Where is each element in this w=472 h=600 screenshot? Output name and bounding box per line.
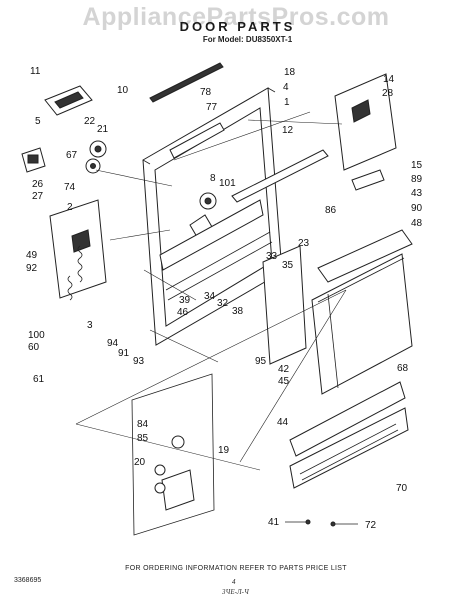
callout-label: 90: [411, 203, 423, 214]
callout-label: 34: [204, 291, 216, 302]
callout-label: 46: [177, 307, 189, 318]
callout-label: 39: [179, 295, 191, 306]
callout-label: 85: [137, 433, 149, 444]
callout-label: 11: [30, 66, 41, 77]
model-number: For Model: DU8350XT-1: [202, 35, 293, 44]
callout-label: 4: [283, 82, 289, 93]
outer-door-panels: [311, 229, 413, 395]
callout-label: 42: [278, 364, 290, 375]
ordering-note: FOR ORDERING INFORMATION REFER TO PARTS …: [125, 565, 347, 572]
callout-label: 60: [28, 342, 40, 353]
callout-label: 14: [383, 74, 395, 85]
callout-label: 74: [64, 182, 76, 193]
callout-label: 1: [284, 97, 290, 108]
callout-label: 101: [219, 178, 236, 189]
callout-label: 70: [396, 483, 408, 494]
callout-label: 5: [35, 116, 41, 127]
callout-label: 86: [325, 205, 337, 216]
callout-label: 49: [26, 250, 38, 261]
callout-label: 18: [284, 67, 296, 78]
callout-label: 26: [32, 179, 44, 190]
callout-label: 38: [232, 306, 244, 317]
callout-label: 19: [218, 445, 230, 456]
callout-label: 77: [206, 102, 218, 113]
page-mark: 4: [232, 578, 236, 586]
screws: [285, 519, 358, 527]
callout-labels: 11 10 18 78 77 4 1 5 22 21 67 14 28 12 8…: [26, 66, 423, 531]
callout-label: 32: [217, 298, 229, 309]
bracket-left: [21, 147, 46, 173]
callout-label: 95: [255, 356, 267, 367]
callout-label: 22: [84, 116, 96, 127]
callout-label: 8: [210, 173, 216, 184]
callout-label: 94: [107, 338, 119, 349]
top-strip: [149, 62, 224, 103]
callout-label: 45: [278, 376, 290, 387]
callout-label: 21: [97, 124, 109, 135]
door-rail: [231, 149, 329, 203]
page-title: DOOR PARTS: [179, 19, 296, 34]
projection-lines: [75, 111, 347, 471]
callout-label: 33: [266, 251, 278, 262]
callout-label: 89: [411, 174, 423, 185]
callout-label: 12: [282, 125, 294, 136]
callout-label: 100: [28, 330, 45, 341]
dispenser-knobs: [85, 140, 107, 174]
watermark: AppliancePartsPros.com: [82, 3, 390, 31]
callout-label: 84: [137, 419, 149, 430]
catalog-number: 3368695: [14, 577, 42, 584]
callout-label: 91: [118, 348, 130, 359]
inner-door-panel: [142, 87, 283, 346]
callout-label: 3: [87, 320, 93, 331]
door-spring: [67, 245, 83, 301]
kick-plate: [289, 381, 409, 489]
callout-label: 78: [200, 87, 212, 98]
callout-label: 20: [134, 457, 146, 468]
handwritten-note: 3ЧЕ-Л-Ч: [222, 588, 249, 596]
dispenser-assembly: [131, 373, 215, 536]
latch-assembly: [334, 73, 397, 191]
callout-label: 92: [26, 263, 38, 274]
callout-label: 68: [397, 363, 409, 374]
callout-label: 28: [382, 88, 394, 99]
callout-label: 48: [411, 218, 423, 229]
callout-label: 43: [411, 188, 423, 199]
callout-label: 27: [32, 191, 44, 202]
callout-label: 61: [33, 374, 45, 385]
callout-label: 93: [133, 356, 145, 367]
callout-label: 44: [277, 417, 289, 428]
callout-label: 23: [298, 238, 310, 249]
callout-label: 35: [282, 260, 294, 271]
control-panel: [262, 245, 307, 365]
callout-label: 67: [66, 150, 78, 161]
door-handle: [44, 85, 93, 116]
callout-label: 41: [268, 517, 280, 528]
callout-label: 10: [117, 85, 129, 96]
callout-label: 2: [67, 202, 73, 213]
callout-label: 72: [365, 520, 377, 531]
callout-label: 15: [411, 160, 423, 171]
